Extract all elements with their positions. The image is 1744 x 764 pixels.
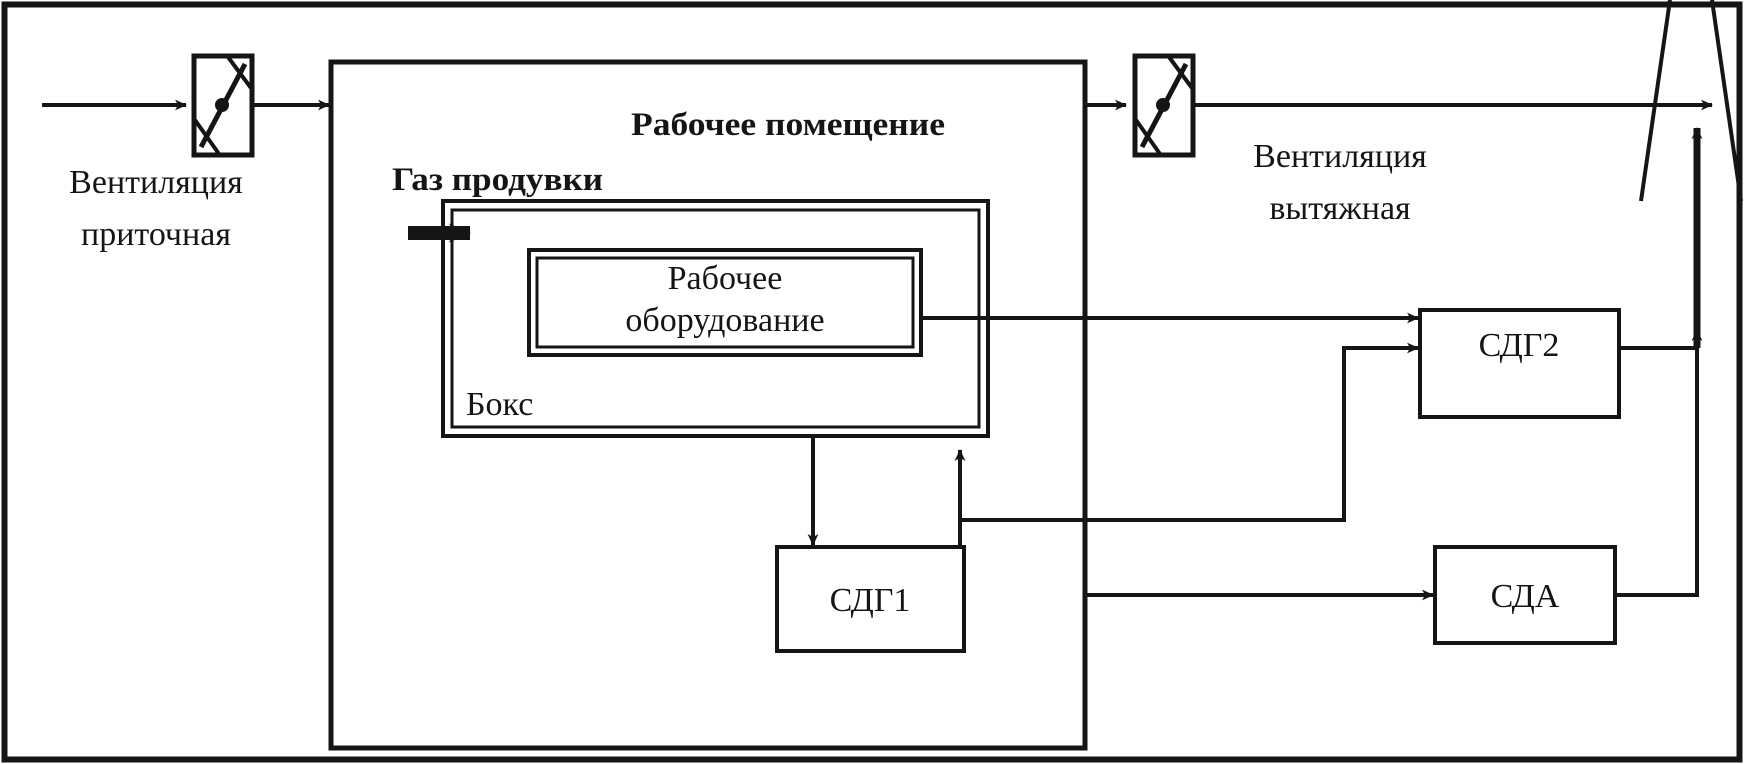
equipment-label-line1: Рабочее [668,260,783,297]
exhaust-damper-corner-top [1167,55,1194,90]
supply-damper [191,53,255,158]
sdg1-box [775,545,966,653]
work-room-enclosure [328,59,1088,751]
sdg1-to-sdg2-line [960,342,1419,522]
sda-label: СДА [1491,578,1560,615]
supply-damper-pivot-dot [215,98,229,112]
exhaust-stack [1639,0,1743,202]
purge-gas-label: Газ продувки [392,162,603,198]
exhaust-damper-corner-bottom [1134,118,1162,156]
box-label: Бокс [466,386,533,423]
room-title: Рабочее помещение [631,107,945,143]
supply-damper-corner-bottom [193,118,221,156]
exhaust-damper-pivot-dot [1156,98,1170,112]
stack-left-wall [1639,0,1672,202]
supply-vent-label-line1: Вентиляция [69,164,243,201]
equipment-label-line2: оборудование [625,302,824,339]
equipment-box-inner [535,256,915,349]
sda-box [1433,545,1617,645]
sdg2-label: СДГ2 [1479,327,1560,364]
exhaust-damper [1132,53,1196,158]
stack-right-wall [1710,0,1743,202]
supply-damper-corner-top [226,55,253,90]
sdg1-label: СДГ1 [830,582,911,619]
supply-vent-label-line2: приточная [81,216,231,253]
exhaust-vent-label-line1: Вентиляция [1253,138,1427,175]
sda-to-stack-line [1615,329,1703,597]
sdg2-box [1418,308,1621,419]
exhaust-vent-label-line2: вытяжная [1269,190,1411,227]
